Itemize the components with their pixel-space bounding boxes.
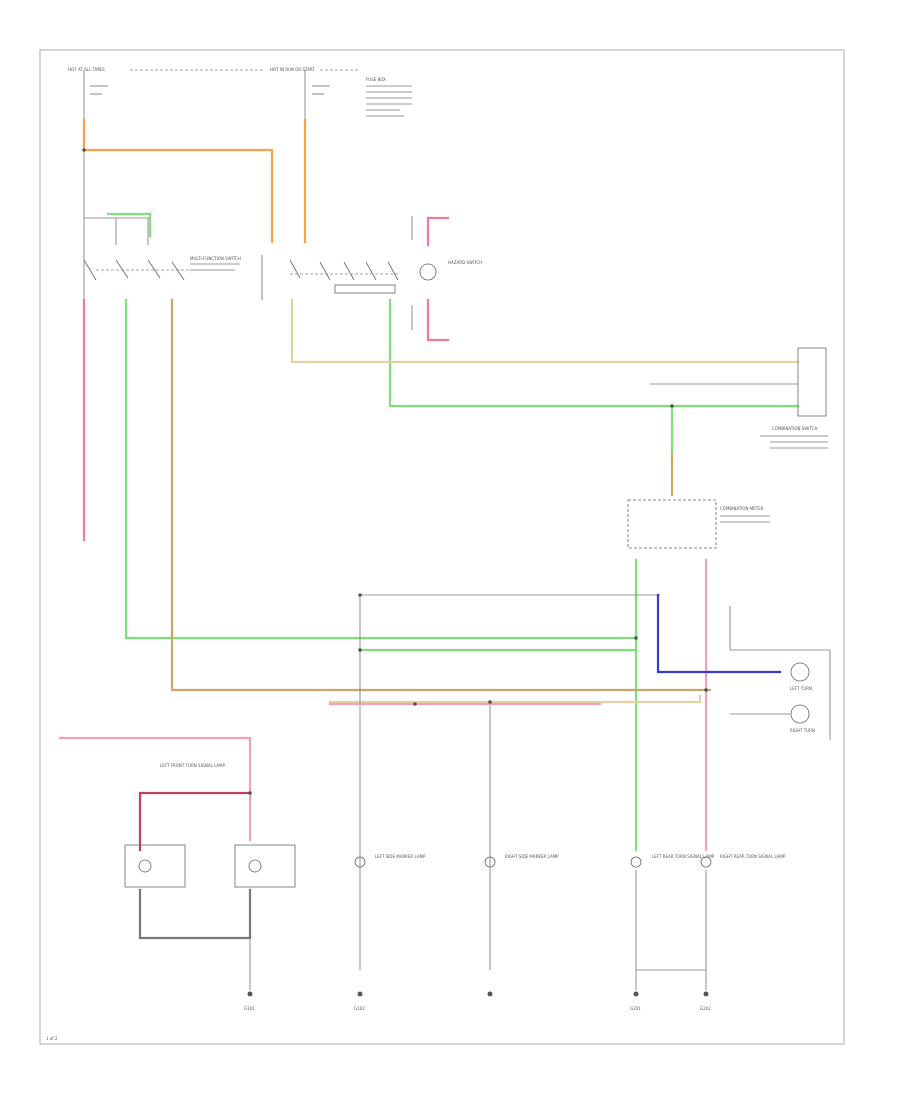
left-side-marker: LEFT SIDE MARKER LAMP xyxy=(354,854,426,868)
gray-wire-loop xyxy=(138,888,252,940)
left-rear-turn-lamp: LEFT REAR TURN SIGNAL LAMP xyxy=(630,854,715,868)
right-rear-turn-lamp: RIGHT REAR TURN SIGNAL LAMP xyxy=(700,854,786,868)
ground-label-g102: G102 xyxy=(354,1006,365,1011)
pink-stub-top xyxy=(426,216,450,247)
pink-stub-bottom xyxy=(426,298,450,342)
light-tan-wire-bottom xyxy=(328,694,702,704)
ground-label-g201: G201 xyxy=(630,1006,641,1011)
fuse-panel-label: FUSE BOX xyxy=(366,77,386,82)
hot-at-all-times-label: HOT AT ALL TIMES xyxy=(68,67,105,72)
tan-wire-left-long xyxy=(170,298,712,692)
left-turn-indicator-label: LEFT TURN xyxy=(790,686,812,691)
blue-wire xyxy=(656,593,782,674)
page-footer: 1 of 2 xyxy=(46,1036,58,1041)
svg-text:LEFT REAR TURN SIGNAL LAMP: LEFT REAR TURN SIGNAL LAMP xyxy=(652,854,715,859)
multi-function-switch-label: MULTI-FUNCTION SWITCH xyxy=(190,256,241,261)
green-wire-left-long xyxy=(124,298,638,640)
instrument-cluster-label: COMBINATION METER xyxy=(720,506,764,511)
diagram-border xyxy=(39,49,845,1045)
junction-dots xyxy=(82,148,708,795)
darkred-wire-loop xyxy=(138,791,252,852)
green-wire-right xyxy=(388,298,800,408)
right-turn-indicator-label: RIGHT TURN xyxy=(790,728,815,733)
lamp-rf-box xyxy=(234,844,296,888)
light-tan-wire-top xyxy=(290,298,800,364)
ground-label-g101: G101 xyxy=(244,1006,255,1011)
ground-label-g202: G202 xyxy=(700,1006,711,1011)
orange-wire-left xyxy=(82,118,274,244)
hazard-switch-label: HAZARD SWITCH xyxy=(448,260,482,265)
green-wire-top xyxy=(106,212,152,238)
pink-wire-bottom-left xyxy=(58,736,252,842)
left-front-turn-label: LEFT FRONT TURN SIGNAL LAMP xyxy=(160,763,226,768)
combination-switch-label: COMBINATION SWITCH xyxy=(772,426,817,431)
ground-symbols xyxy=(247,991,709,997)
svg-text:RIGHT REAR TURN SIGNAL LAMP: RIGHT REAR TURN SIGNAL LAMP xyxy=(720,854,786,859)
svg-text:LEFT SIDE MARKER LAMP: LEFT SIDE MARKER LAMP xyxy=(375,854,426,859)
right-side-marker: RIGHT SIDE MARKER LAMP xyxy=(484,854,559,868)
hot-in-run-label: HOT IN RUN OR START xyxy=(270,67,315,72)
lamp-lf-box xyxy=(124,844,186,888)
svg-text:RIGHT SIDE MARKER LAMP: RIGHT SIDE MARKER LAMP xyxy=(505,854,559,859)
